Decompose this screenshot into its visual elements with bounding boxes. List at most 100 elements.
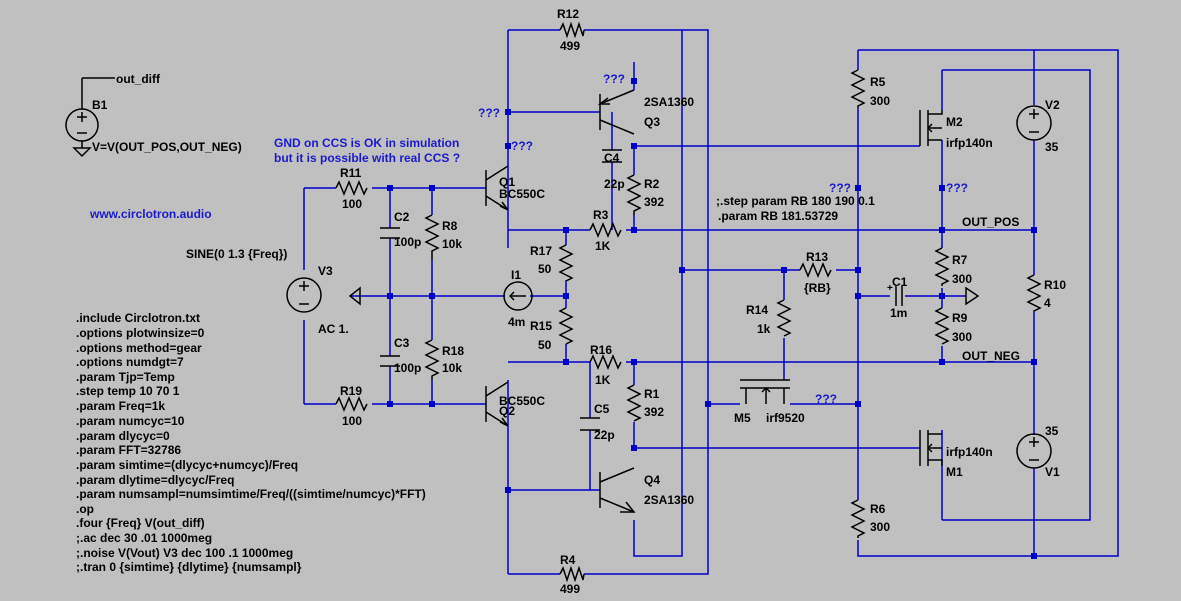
- r11-symbol[interactable]: [335, 180, 368, 196]
- gnd-note-line1: GND on CCS is OK in simulation: [274, 136, 459, 150]
- r6-symbol[interactable]: [850, 499, 866, 538]
- svg-text:;.ac dec 30 .01 1000meg: ;.ac dec 30 .01 1000meg: [76, 531, 212, 545]
- r8-symbol[interactable]: [424, 214, 440, 260]
- v2-name: V2: [1045, 98, 1060, 112]
- svg-text:+: +: [887, 283, 893, 294]
- c2-value: 100p: [394, 235, 421, 249]
- i1-symbol[interactable]: [503, 281, 533, 311]
- c1-value: 1m: [890, 306, 907, 320]
- svg-text:.options numdgt=7: .options numdgt=7: [76, 355, 184, 369]
- net-out-neg: OUT_NEG: [962, 349, 1020, 363]
- m1-name: M1: [946, 465, 963, 479]
- c1-name: C1: [892, 275, 908, 289]
- c5-value: 22p: [594, 428, 615, 442]
- m5-symbol[interactable]: [740, 379, 790, 404]
- v3-name: V3: [318, 264, 333, 278]
- website-label: www.circlotron.audio: [89, 207, 212, 221]
- r10-symbol[interactable]: [1026, 274, 1042, 312]
- c4-name: C4: [604, 151, 620, 165]
- r8-name: R8: [442, 219, 458, 233]
- unknown-marker: ???: [815, 392, 837, 406]
- v3-value: SINE(0 1.3 {Freq}): [186, 247, 287, 261]
- r8-value: 10k: [442, 237, 462, 251]
- r2-symbol[interactable]: [626, 174, 642, 215]
- r7-name: R7: [952, 253, 968, 267]
- c5-name: C5: [594, 402, 610, 416]
- wires: [303, 29, 1119, 575]
- unknown-marker: ???: [603, 72, 625, 86]
- q2-name: Q2: [499, 404, 515, 418]
- r4-name: R4: [560, 553, 576, 567]
- q2-model: BC550C: [499, 394, 545, 408]
- c4-symbol[interactable]: [602, 149, 622, 163]
- q2-symbol[interactable]: [485, 381, 509, 427]
- v2-symbol[interactable]: [1016, 105, 1052, 141]
- r5-symbol[interactable]: [850, 69, 866, 108]
- r4-symbol[interactable]: [559, 565, 585, 583]
- svg-text:.param Freq=1k: .param Freq=1k: [76, 399, 165, 413]
- svg-text:.param numsampl=numsimtime/Fre: .param numsampl=numsimtime/Freq/((simtim…: [76, 487, 426, 501]
- q3-symbol[interactable]: [597, 89, 635, 135]
- r9-symbol[interactable]: [934, 307, 950, 345]
- m1-symbol[interactable]: [919, 430, 943, 466]
- c3-symbol[interactable]: [380, 355, 400, 367]
- r3-symbol[interactable]: [589, 222, 622, 238]
- c3-value: 100p: [394, 361, 421, 375]
- m5-model: irf9520: [766, 411, 805, 425]
- junctions: [387, 78, 1037, 559]
- r13-name: R13: [806, 250, 828, 264]
- r18-symbol[interactable]: [424, 339, 440, 380]
- svg-text:.options plotwinsize=0: .options plotwinsize=0: [76, 326, 205, 340]
- net-out-pos: OUT_POS: [962, 215, 1019, 229]
- v1-value: 35: [1045, 424, 1059, 438]
- ground-symbol: [348, 286, 361, 306]
- svg-text:;.tran 0 {simtime} {dlytime} {: ;.tran 0 {simtime} {dlytime} {numsampl}: [76, 560, 302, 574]
- r2-value: 392: [644, 195, 664, 209]
- svg-text:.op: .op: [76, 502, 94, 516]
- unknown-marker: ???: [511, 139, 533, 153]
- r4-value: 499: [560, 582, 580, 596]
- m5-name: M5: [734, 411, 751, 425]
- r16-symbol[interactable]: [589, 354, 622, 370]
- r15-symbol[interactable]: [558, 307, 574, 345]
- r13-symbol[interactable]: [799, 262, 832, 278]
- r19-symbol[interactable]: [335, 396, 368, 412]
- m1-model: irfp140n: [946, 445, 993, 459]
- v1-symbol[interactable]: [1016, 433, 1052, 469]
- output-arrow-symbol: [965, 286, 980, 306]
- b1-symbol[interactable]: [65, 77, 115, 158]
- c2-symbol[interactable]: [380, 227, 400, 239]
- r1-symbol[interactable]: [626, 384, 642, 422]
- c2-name: C2: [394, 210, 410, 224]
- svg-text:.param dlytime=dlycyc/Freq: .param dlytime=dlycyc/Freq: [76, 473, 234, 487]
- c3-name: C3: [394, 336, 410, 350]
- v3-symbol[interactable]: [286, 277, 322, 313]
- r13-value: {RB}: [804, 281, 831, 295]
- m2-name: M2: [946, 115, 963, 129]
- c5-symbol[interactable]: [580, 417, 600, 431]
- q1-symbol[interactable]: [485, 165, 509, 211]
- svg-text:.include Circlotron.txt: .include Circlotron.txt: [76, 311, 200, 325]
- r1-name: R1: [644, 387, 660, 401]
- r17-name: R17: [530, 244, 552, 258]
- spice-directives: .include Circlotron.txt .options plotwin…: [76, 311, 426, 574]
- q4-symbol[interactable]: [599, 467, 636, 513]
- r17-value: 50: [538, 262, 552, 276]
- r6-name: R6: [870, 502, 886, 516]
- r10-name: R10: [1044, 278, 1066, 292]
- r12-symbol[interactable]: [559, 21, 585, 39]
- r14-symbol[interactable]: [776, 299, 792, 337]
- v3-ac: AC 1.: [318, 322, 349, 336]
- b1-name: B1: [92, 98, 108, 112]
- m2-model: irfp140n: [946, 136, 993, 150]
- v2-value: 35: [1045, 140, 1059, 154]
- m2-symbol[interactable]: [919, 110, 943, 146]
- svg-text:.four {Freq} V(out_diff): .four {Freq} V(out_diff): [76, 516, 205, 530]
- r3-value: 1K: [595, 239, 611, 253]
- r2-name: R2: [644, 177, 660, 191]
- svg-text:.options method=gear: .options method=gear: [76, 341, 202, 355]
- r7-symbol[interactable]: [934, 247, 950, 286]
- c1-symbol[interactable]: +: [887, 283, 903, 306]
- r17-symbol[interactable]: [558, 244, 574, 282]
